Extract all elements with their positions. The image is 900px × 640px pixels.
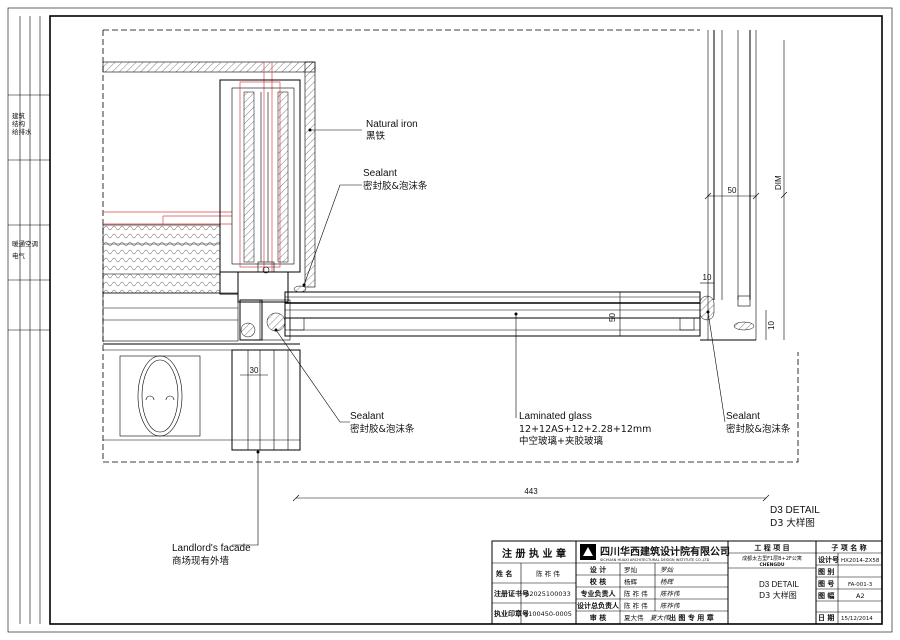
tb-role-4-sign: 陈祚伟 [660, 602, 681, 610]
tb-role-3-name: 陈 祚 伟 [624, 589, 648, 598]
right-vertical-glass [699, 30, 757, 341]
tb-role-2-sign: 杨辉 [660, 578, 675, 586]
tb-sheet-title-cn: D3 大样图 [759, 590, 797, 600]
strip-mark-5: 电气 [12, 251, 26, 260]
tb-role-1-sign: 罗灿 [660, 566, 675, 574]
tb-role-3-sign: 陈祚伟 [660, 590, 681, 598]
tb-meta-value-5: 15/12/2014 [841, 616, 873, 622]
callout-sealant-top-cn: 密封胶&泡沫条 [363, 180, 428, 192]
dim-overall-443: 443 [524, 487, 538, 496]
callout-sealant-left-cn: 密封胶&泡沫条 [350, 423, 415, 435]
left-binding-strip: 建筑 结构 给排水 暖通空调 电气 [8, 16, 50, 624]
dim-glass-50: 50 [608, 313, 617, 322]
tb-seal-label: 执业印章号 [494, 609, 529, 618]
tb-role-2-name: 杨辉 [624, 577, 638, 586]
title-block [491, 540, 883, 625]
callout-landlord-facade-cn: 商场现有外墙 [172, 555, 230, 567]
tb-company-sub: SICHUAN HUAXI ARCHITECTURAL DESIGN INSTI… [600, 558, 710, 562]
tb-role-5: 审 核 [590, 613, 606, 622]
insulation-block [102, 224, 221, 294]
tb-project-line2: CHENGDU [760, 562, 785, 568]
tb-role-3: 专业负责人 [581, 589, 617, 598]
tb-stamp-footer: 出 图 专 用 章 [669, 613, 714, 622]
tb-meta-value-3: FA-001-3 [848, 582, 873, 588]
tb-cert-label: 注册证书号 [494, 589, 529, 598]
tb-subproject-header: 子 项 名 称 [831, 543, 866, 552]
callout-laminated-glass-spec: 12+12AS+12+2.28+12mm [519, 424, 651, 435]
tb-meta-value-4: A2 [856, 592, 865, 600]
strip-mark-2: 结构 [12, 119, 26, 128]
tb-role-4-name: 陈 祚 伟 [624, 601, 648, 610]
dim-gap-10-top: 10 [703, 273, 712, 282]
tb-meta-label-3: 图 号 [818, 579, 834, 588]
strip-mark-3: 给排水 [12, 127, 32, 136]
callout-sealant-top-en: Sealant [363, 168, 397, 179]
tb-role-5-name: 夏大伟 [624, 613, 644, 622]
tb-sheet-title-en: D3 DETAIL [759, 580, 799, 589]
landlord-facade-profile [119, 355, 201, 437]
tb-company-name: 四川华西建筑设计院有限公司 [600, 545, 730, 558]
dim-gap-10-right: 10 [767, 321, 776, 330]
callout-laminated-glass-en: Laminated glass [519, 411, 592, 422]
tb-name-label: 姓 名 [495, 569, 512, 578]
detail-title-en: D3 DETAIL [770, 505, 820, 516]
outer-border [7, 7, 893, 633]
existing-structure [103, 62, 273, 272]
callout-sealant-left-en: Sealant [350, 411, 384, 422]
strip-mark-4: 暖通空调 [12, 239, 38, 248]
natural-iron-channel [102, 61, 316, 288]
tb-role-1: 设 计 [590, 565, 606, 574]
tb-project-header: 工 程 项 目 [754, 543, 789, 552]
tb-meta-label-4: 图 幅 [818, 591, 834, 600]
tb-seal-value: S100450-0005 [524, 610, 572, 618]
tb-name-value: 陈 祚 伟 [536, 569, 560, 578]
callout-landlord-facade-en: Landlord's facade [172, 543, 251, 554]
dim-label-dim: DIM [774, 175, 783, 190]
tb-cert-value: S2025100033 [525, 590, 570, 598]
callout-natural-iron-cn: 黑铁 [366, 130, 386, 142]
dimension-lines [240, 40, 788, 502]
inner-border [49, 15, 883, 625]
company-logo [580, 544, 596, 560]
tb-role-5-sign: 夏大伟 [650, 614, 671, 622]
laminated-glass-panel [284, 285, 701, 337]
tb-role-4: 设计总负责人 [577, 601, 620, 610]
callout-sealant-right-cn: 密封胶&泡沫条 [726, 423, 791, 435]
tb-meta-label-5: 日 期 [818, 613, 834, 622]
tb-role-2: 校 核 [590, 577, 606, 586]
callout-sealant-right-en: Sealant [726, 411, 760, 422]
callout-natural-iron-en: Natural iron [366, 119, 418, 130]
leader-lines [232, 128, 726, 546]
tb-meta-value-1: HX2014-ZX58 [841, 558, 880, 564]
dim-side-50: 50 [728, 186, 737, 195]
tb-meta-label-2: 图 别 [818, 567, 834, 576]
mullion-assembly [102, 271, 301, 451]
detail-title-cn: D3 大样图 [770, 517, 815, 529]
tb-stamp-title: 注 册 执 业 章 [502, 547, 566, 560]
dim-mullion-30: 30 [250, 366, 259, 375]
tb-project-line1: 成都太古里F1层B+2F公寓 [742, 555, 802, 562]
steel-box-upper [219, 79, 301, 274]
callout-laminated-glass-cn: 中空玻璃+夹胶玻璃 [519, 435, 603, 447]
tb-role-1-name: 罗灿 [624, 565, 638, 574]
tb-meta-label-1: 设计号 [818, 555, 839, 564]
strip-mark-1: 建筑 [12, 111, 26, 120]
